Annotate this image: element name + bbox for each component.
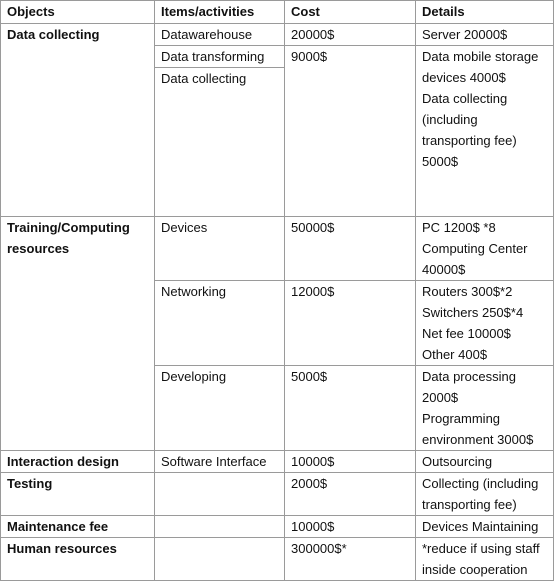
detail-routers: Routers 300$*2 bbox=[422, 284, 513, 299]
item-devices: Devices bbox=[154, 216, 285, 281]
object-training-label: Training/Computing resources bbox=[7, 220, 130, 256]
detail-collecting: Data collecting (including transporting … bbox=[422, 91, 517, 169]
item-human-resources bbox=[154, 537, 285, 581]
cost-interaction: 10000$ bbox=[284, 450, 416, 473]
detail-maintenance: Devices Maintaining bbox=[415, 515, 554, 538]
header-cost: Cost bbox=[284, 0, 416, 24]
table-row: Training/Computing resources Devices 500… bbox=[0, 216, 554, 451]
table-row: Interaction design Software Interface 10… bbox=[0, 450, 554, 473]
cost-data-transforming: 9000$ bbox=[284, 45, 416, 217]
detail-computing-center: Computing Center 40000$ bbox=[422, 241, 528, 277]
detail-testing: Collecting (including transporting fee) bbox=[415, 472, 554, 516]
object-human-resources: Human resources bbox=[0, 537, 155, 581]
item-data-transforming: Data transforming bbox=[154, 45, 285, 68]
detail-networking-cell: Routers 300$*2 Switchers 250$*4 Net fee … bbox=[415, 280, 554, 366]
item-networking: Networking bbox=[154, 280, 285, 366]
cost-devices: 50000$ bbox=[284, 216, 416, 281]
detail-human-text: *reduce if using staff inside cooperatio… bbox=[422, 541, 540, 577]
item-datawarehouse: Datawarehouse bbox=[154, 23, 285, 46]
header-row: Objects Items/activities Cost Details bbox=[0, 0, 554, 24]
cost-human-resources: 300000$* bbox=[284, 537, 416, 581]
item-maintenance bbox=[154, 515, 285, 538]
cost-networking: 12000$ bbox=[284, 280, 416, 366]
detail-server: Server 20000$ bbox=[415, 23, 554, 46]
detail-devices-cell: PC 1200$ *8 Computing Center 40000$ bbox=[415, 216, 554, 281]
detail-data-processing: Data processing 2000$ bbox=[422, 369, 516, 405]
detail-switchers: Switchers 250$*4 bbox=[422, 305, 524, 320]
table-row: Data collecting Datawarehouse 20000$ Ser… bbox=[0, 23, 554, 217]
object-training: Training/Computing resources bbox=[0, 216, 155, 451]
cost-datawarehouse: 20000$ bbox=[284, 23, 416, 46]
object-interaction-design: Interaction design bbox=[0, 450, 155, 473]
item-software-interface: Software Interface bbox=[154, 450, 285, 473]
cost-testing: 2000$ bbox=[284, 472, 416, 516]
table-row: Testing 2000$ Collecting (including tran… bbox=[0, 472, 554, 516]
detail-programming-env: Programming environment 3000$ bbox=[422, 411, 534, 447]
detail-human-resources: *reduce if using staff inside cooperatio… bbox=[415, 537, 554, 581]
detail-outsourcing: Outsourcing bbox=[415, 450, 554, 473]
item-developing: Developing bbox=[154, 365, 285, 451]
object-data-collecting: Data collecting bbox=[0, 23, 155, 217]
table-row: Human resources 300000$* *reduce if usin… bbox=[0, 537, 554, 581]
cost-maintenance: 10000$ bbox=[284, 515, 416, 538]
detail-data-collecting-cell: Data mobile storage devices 4000$ Data c… bbox=[415, 45, 554, 217]
item-data-collecting: Data collecting bbox=[154, 67, 285, 217]
detail-other: Other 400$ bbox=[422, 347, 488, 362]
table-row: Data collecting bbox=[1, 67, 554, 217]
header-objects: Objects bbox=[0, 0, 155, 24]
cost-developing: 5000$ bbox=[284, 365, 416, 451]
detail-testing-text: Collecting (including transporting fee) bbox=[422, 476, 539, 512]
table-row: Maintenance fee 10000$ Devices Maintaini… bbox=[0, 515, 554, 538]
detail-pc: PC 1200$ *8 bbox=[422, 220, 496, 235]
detail-developing-cell: Data processing 2000$ Programming enviro… bbox=[415, 365, 554, 451]
header-items: Items/activities bbox=[154, 0, 285, 24]
table-row: Developing 5000$ Data processing 2000$ P… bbox=[1, 365, 554, 451]
detail-storage: Data mobile storage devices 4000$ bbox=[422, 49, 539, 85]
header-details: Details bbox=[415, 0, 554, 24]
object-testing: Testing bbox=[0, 472, 155, 516]
item-testing bbox=[154, 472, 285, 516]
detail-net-fee: Net fee 10000$ bbox=[422, 326, 511, 341]
table-row: Data transforming 9000$ Data mobile stor… bbox=[1, 45, 554, 217]
object-maintenance: Maintenance fee bbox=[0, 515, 155, 538]
